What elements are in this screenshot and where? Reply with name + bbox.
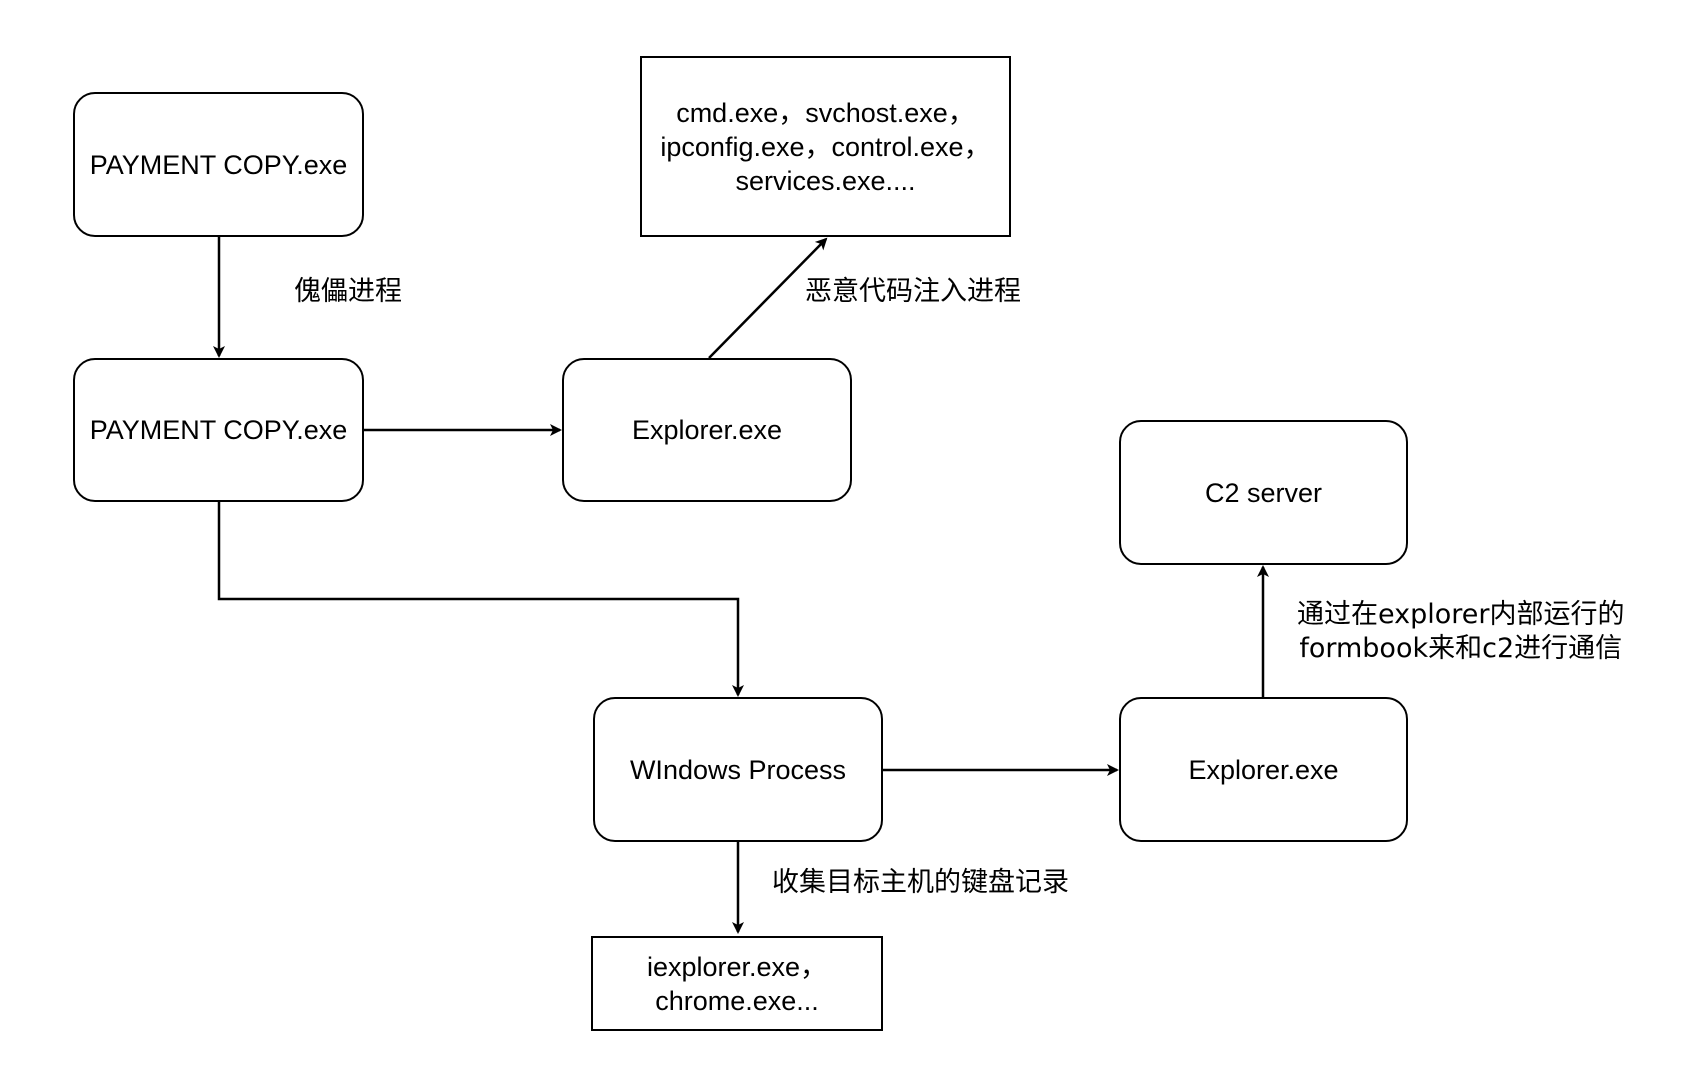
node-payment-copy-1: PAYMENT COPY.exe: [73, 92, 364, 237]
node-windows-process: WIndows Process: [593, 697, 883, 842]
label-keylogging: 收集目标主机的键盘记录: [772, 867, 1069, 898]
node-explorer-1: Explorer.exe: [562, 358, 852, 502]
label-malicious-injection: 恶意代码注入进程: [805, 276, 1021, 307]
node-payment-copy-2: PAYMENT COPY.exe: [73, 358, 364, 502]
label-puppet-process: 傀儡进程: [294, 276, 402, 307]
edge-payment-to-windows-process: [217, 502, 744, 697]
label-c2-communication: 通过在explorer内部运行的 formbook来和c2进行通信: [1297, 599, 1625, 664]
node-explorer-2: Explorer.exe: [1119, 697, 1408, 842]
node-browsers: iexplorer.exe， chrome.exe...: [591, 936, 883, 1031]
edge-malicious-injection: [708, 237, 828, 359]
node-c2-server: C2 server: [1119, 420, 1408, 565]
node-injected-targets: cmd.exe，svchost.exe， ipconfig.exe，contro…: [640, 56, 1011, 237]
